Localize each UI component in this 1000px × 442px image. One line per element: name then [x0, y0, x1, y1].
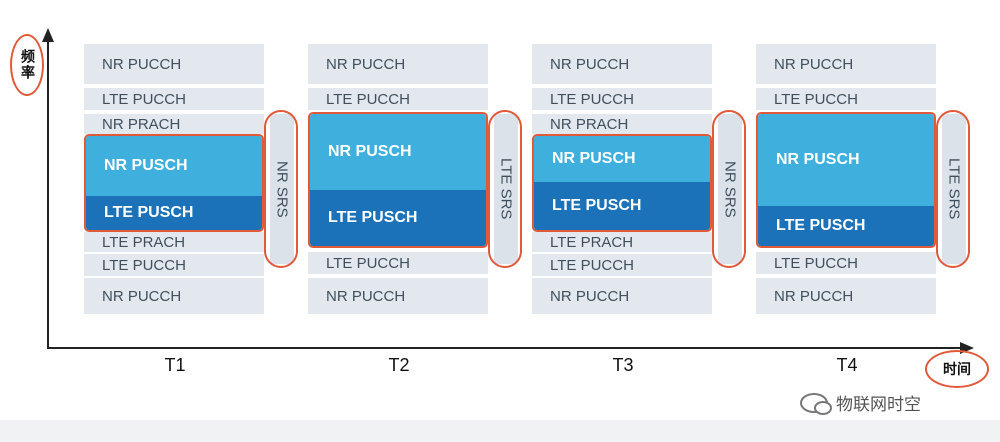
nr-pucch-row: NR PUCCH [532, 44, 712, 84]
srs-highlight [264, 110, 298, 268]
nr-prach-row: NR PRACH [84, 114, 264, 134]
watermark: 物联网时空 [800, 390, 921, 415]
lte-pusch-block: LTE PUSCH [310, 190, 486, 246]
pusch-block: NR PUSCH LTE PUSCH [532, 134, 712, 232]
pusch-block: NR PUSCH LTE PUSCH [308, 112, 488, 248]
nr-pucch-row: NR PUCCH [84, 44, 264, 84]
srs-block: LTE SRS [494, 114, 518, 264]
frequency-axis-label: 频率 [10, 34, 44, 96]
time-label-t3: T3 [612, 355, 634, 375]
lte-pucch-row: LTE PUCCH [532, 254, 712, 276]
lte-pusch-block: LTE PUSCH [86, 196, 262, 230]
frequency-axis [47, 40, 49, 348]
nr-pusch-block: NR PUSCH [758, 114, 934, 206]
pusch-block: NR PUSCH LTE PUSCH [756, 112, 936, 248]
srs-highlight [712, 110, 746, 268]
nr-pucch-row: NR PUCCH [756, 278, 936, 314]
time-label-t1: T1 [164, 355, 186, 375]
nr-prach-row: NR PRACH [532, 114, 712, 134]
srs-block: NR SRS [718, 114, 742, 264]
lte-pusch-block: LTE PUSCH [758, 206, 934, 246]
lte-pucch-row: LTE PUCCH [84, 88, 264, 110]
lte-pucch-row: LTE PUCCH [308, 88, 488, 110]
srs-label: NR SRS [273, 160, 291, 218]
nr-pucch-row: NR PUCCH [532, 278, 712, 314]
lte-prach-row: LTE PRACH [532, 232, 712, 252]
pusch-block: NR PUSCH LTE PUSCH [84, 134, 264, 232]
srs-highlight [488, 110, 522, 268]
frequency-axis-arrow [42, 28, 54, 42]
nr-pusch-block: NR PUSCH [86, 136, 262, 196]
period-t2: NR PUCCH LTE PUCCH NR PUSCH LTE PUSCH LT… [308, 44, 534, 314]
srs-block: NR SRS [270, 114, 294, 264]
period-t3: NR PUCCH LTE PUCCH NR PRACH NR PUSCH LTE… [532, 44, 758, 314]
bottom-band [0, 420, 1000, 442]
time-label-t4: T4 [836, 355, 858, 375]
time-axis [47, 347, 962, 349]
wechat-icon [800, 392, 832, 415]
lte-pucch-row: LTE PUCCH [756, 88, 936, 110]
nr-pucch-row: NR PUCCH [84, 278, 264, 314]
nr-pusch-block: NR PUSCH [534, 136, 710, 182]
period-t4: NR PUCCH LTE PUCCH NR PUSCH LTE PUSCH LT… [756, 44, 982, 314]
time-axis-label: 时间 [925, 350, 989, 388]
lte-pucch-row: LTE PUCCH [84, 254, 264, 276]
nr-pucch-row: NR PUCCH [308, 44, 488, 84]
nr-pucch-row: NR PUCCH [308, 278, 488, 314]
nr-pucch-row: NR PUCCH [756, 44, 936, 84]
nr-pusch-block: NR PUSCH [310, 114, 486, 190]
srs-block: LTE SRS [942, 114, 966, 264]
period-t1: NR PUCCH LTE PUCCH NR PRACH NR PUSCH LTE… [84, 44, 310, 314]
lte-pucch-row: LTE PUCCH [308, 252, 488, 274]
time-label-t2: T2 [388, 355, 410, 375]
lte-pucch-row: LTE PUCCH [532, 88, 712, 110]
lte-prach-row: LTE PRACH [84, 232, 264, 252]
srs-label: LTE SRS [945, 158, 963, 220]
srs-label: NR SRS [721, 160, 739, 218]
srs-highlight [936, 110, 970, 268]
watermark-text: 物联网时空 [836, 395, 921, 415]
lte-pusch-block: LTE PUSCH [534, 182, 710, 230]
srs-label: LTE SRS [497, 158, 515, 220]
lte-pucch-row: LTE PUCCH [756, 252, 936, 274]
